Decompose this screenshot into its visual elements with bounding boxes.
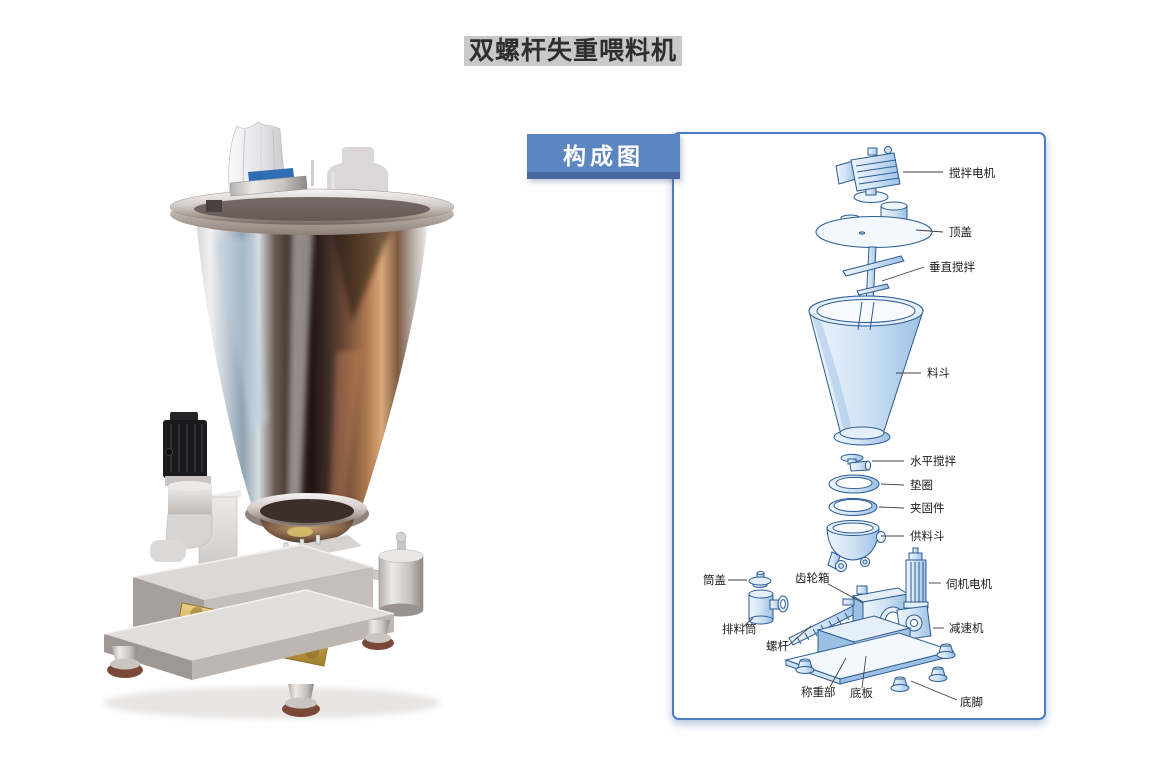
part-clamp	[828, 498, 878, 516]
leveling-feet	[107, 620, 394, 717]
label-feed-hopper: 供料斗	[910, 529, 945, 543]
part-servo-motor	[903, 547, 929, 609]
label-stir-motor: 搅拌电机	[949, 166, 995, 180]
label-top-cover: 顶盖	[949, 225, 972, 239]
bottom-plate	[103, 589, 395, 680]
hopper-rim	[169, 160, 455, 235]
label-cylinder-cover: 筒盖	[703, 573, 726, 587]
foot-right	[362, 620, 394, 650]
label-foot: 底脚	[960, 695, 983, 709]
part-cylinder-cover	[748, 571, 772, 588]
label-reducer: 减速机	[949, 621, 984, 635]
diagram-foot	[795, 658, 815, 674]
label-discharge-cylinder: 排料筒	[722, 622, 757, 636]
foot-front	[282, 684, 320, 717]
label-weighing-unit: 称重部	[801, 685, 836, 699]
clamp-collar	[245, 493, 369, 532]
page-title: 双螺杆失重喂料机	[464, 36, 683, 66]
part-stir-motor	[835, 146, 901, 203]
diagram-labels: 搅拌电机 顶盖 垂直搅拌 料斗 水平搅拌 垫圈 夹固件 供料斗 筒盖 齿轮箱 伺…	[703, 166, 995, 709]
machine-photo	[103, 121, 455, 719]
calibration-weight	[378, 531, 424, 617]
diagram-foot	[928, 666, 948, 682]
rim-latch-slot	[206, 200, 222, 212]
diagram-foot	[890, 676, 910, 692]
rim-pin	[311, 160, 314, 186]
composition-tab-label: 构成图	[563, 143, 644, 170]
label-washer: 垫圈	[910, 478, 933, 492]
part-base-plate	[784, 632, 955, 685]
label-clamp: 夹固件	[910, 501, 945, 515]
label-hopper: 料斗	[927, 366, 950, 380]
part-washer	[828, 474, 880, 494]
part-feed-hopper	[826, 520, 886, 572]
part-feet	[795, 643, 956, 692]
label-horizontal-stirrer: 水平搅拌	[910, 454, 956, 468]
hopper-cone	[196, 216, 428, 506]
agitator-motor	[150, 412, 213, 562]
composition-tab: 构成图	[527, 134, 680, 179]
part-hopper	[808, 295, 924, 446]
diagram-foot	[936, 643, 956, 659]
label-gearbox: 齿轮箱	[795, 571, 830, 585]
rim-latch-cylinder	[229, 175, 308, 197]
label-servo-motor: 伺机电机	[946, 577, 992, 591]
label-screw: 螺杆	[766, 639, 789, 653]
part-horizontal-stirrer	[840, 453, 872, 472]
foot-left	[107, 646, 143, 678]
blue-clamp	[248, 168, 294, 181]
leader-lines	[728, 171, 958, 701]
part-discharge-cylinder	[748, 589, 789, 625]
label-base-plate: 底板	[850, 686, 873, 700]
machine-shadow	[104, 687, 440, 719]
discharge-dome	[260, 519, 354, 543]
part-top-cover	[815, 201, 933, 248]
label-vertical-stirrer: 垂直搅拌	[929, 260, 975, 274]
exploded-diagram: 搅拌电机 顶盖 垂直搅拌 料斗 水平搅拌 垫圈 夹固件 供料斗 筒盖 齿轮箱 伺…	[703, 146, 995, 709]
